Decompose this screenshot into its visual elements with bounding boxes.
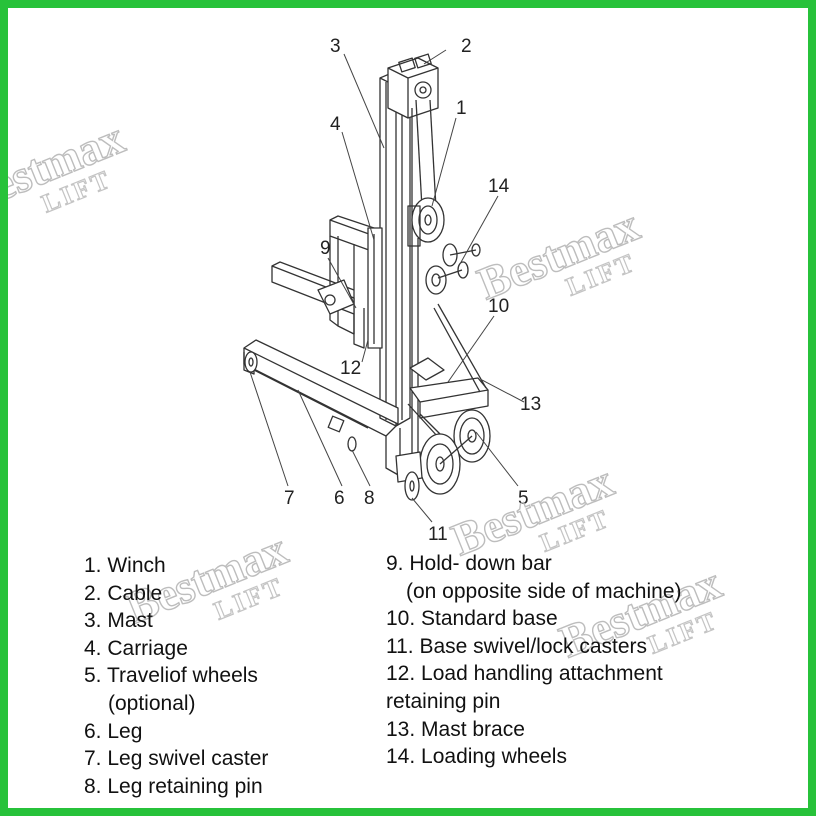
- legend-item: 9. Hold- down bar: [386, 552, 552, 575]
- forks: [271, 215, 381, 349]
- legend-right: 9. Hold- down bar (on opposite side of m…: [386, 550, 682, 771]
- callout-3: 3: [330, 36, 341, 57]
- legend-item: 11. Base swivel/lock casters: [386, 634, 648, 658]
- callout-leaders: [249, 49, 525, 523]
- leg-swivel-caster: [243, 351, 258, 375]
- carriage: [367, 227, 383, 349]
- callout-6: 6: [334, 488, 345, 509]
- legend-item: 1. Winch: [84, 554, 166, 577]
- callout-12: 12: [340, 358, 361, 379]
- leg: [243, 339, 401, 477]
- legend-item: 4. Carriage: [84, 636, 188, 660]
- legend-item: 13. Mast brace: [386, 717, 525, 741]
- top-pulley-block: [387, 53, 439, 119]
- callout-2: 2: [461, 36, 472, 57]
- legend-item: 7. Leg swivel caster: [84, 747, 269, 771]
- callout-8: 8: [364, 488, 375, 509]
- base-swivel-caster: [395, 451, 423, 501]
- traveling-wheels: [419, 409, 491, 495]
- legend-left: 1. Winch 2. Cable 3. Mast 4. Carriage 5.…: [84, 552, 268, 800]
- lift-illustration: [243, 53, 491, 501]
- callout-9: 9: [320, 238, 331, 259]
- callout-13: 13: [520, 394, 541, 415]
- callout-11: 11: [428, 524, 448, 545]
- cable: [411, 99, 437, 458]
- callout-4: 4: [330, 114, 341, 135]
- legend-item: 5. Traveliof wheels: [84, 664, 258, 688]
- legend-item: 12. Load handling attachment: [386, 662, 663, 686]
- legend-item-continuation: (on opposite side of machine): [406, 579, 682, 603]
- legend-item-continuation: (optional): [108, 691, 196, 715]
- legend-item-continuation: retaining pin: [386, 689, 501, 713]
- legend-item: 6. Leg: [84, 719, 143, 743]
- standard-base: [407, 303, 489, 453]
- callout-14: 14: [488, 176, 510, 197]
- loading-wheels: [425, 243, 481, 295]
- callout-1: 1: [456, 98, 467, 119]
- legend-item: 10. Standard base: [386, 607, 558, 631]
- legend-item: 8. Leg retaining pin: [84, 774, 263, 798]
- callout-numbers: 2 1 3 4 14 9 10 12 13 5 7 6 8 11: [284, 36, 541, 545]
- winch: [407, 197, 445, 247]
- material-lift-drawing: 2 1 3 4 14 9 10 12 13 5 7 6 8 11 Bestmax…: [8, 36, 729, 668]
- legend-item: 2. Cable: [84, 581, 163, 605]
- callout-5: 5: [518, 488, 529, 509]
- legend-item: 14. Loading wheels: [386, 745, 567, 769]
- legend-item: 3. Mast: [84, 609, 153, 633]
- mast: [379, 71, 411, 427]
- callout-7: 7: [284, 488, 295, 509]
- callout-10: 10: [488, 296, 509, 317]
